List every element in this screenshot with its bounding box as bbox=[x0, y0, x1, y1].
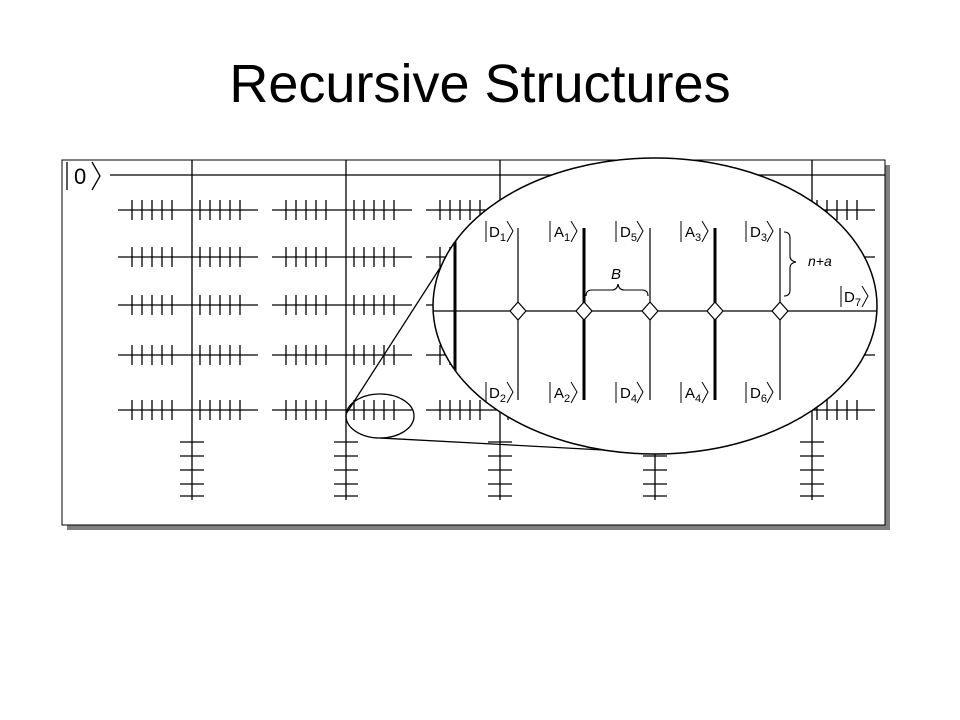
svg-text:D7: D7 bbox=[844, 289, 861, 309]
svg-text:A1: A1 bbox=[554, 224, 570, 244]
ket-d3: D3 bbox=[745, 220, 774, 244]
ket-d7: D7 bbox=[840, 285, 869, 309]
zoom-connector-top bbox=[345, 242, 457, 415]
outer-ket-label: 0 bbox=[74, 164, 86, 189]
ket-d6: D6 bbox=[745, 381, 774, 405]
ket-d1: D1 bbox=[485, 220, 514, 244]
svg-text:A3: A3 bbox=[685, 224, 701, 244]
ket-a4: A4 bbox=[680, 381, 709, 405]
zoom-ellipse bbox=[432, 157, 878, 455]
zoom-bottom-kets: D2 A2 D4 A4 D6 bbox=[485, 381, 774, 405]
ket-a1: A1 bbox=[549, 220, 578, 244]
zoom-top-kets: D1 A1 D5 A3 D3 bbox=[485, 220, 774, 244]
svg-text:D2: D2 bbox=[489, 385, 506, 405]
brace-na: n+a bbox=[783, 231, 832, 297]
slide-title: Recursive Structures bbox=[229, 54, 731, 114]
svg-text:A4: A4 bbox=[685, 385, 701, 405]
ket-a3: A3 bbox=[680, 220, 709, 244]
svg-text:D4: D4 bbox=[620, 385, 637, 405]
svg-text:D3: D3 bbox=[750, 224, 767, 244]
svg-text:D6: D6 bbox=[750, 385, 767, 405]
zoom-content bbox=[433, 228, 877, 400]
ket-d2: D2 bbox=[485, 381, 514, 405]
brace-na-label: n+a bbox=[808, 253, 832, 269]
ket-d4: D4 bbox=[615, 381, 644, 405]
svg-text:D5: D5 bbox=[620, 224, 637, 244]
brace-b: B bbox=[585, 266, 649, 297]
outer-ket: 0 bbox=[66, 161, 101, 191]
svg-text:A2: A2 bbox=[554, 385, 570, 405]
brace-b-label: B bbox=[611, 266, 621, 283]
ket-d5: D5 bbox=[615, 220, 644, 244]
svg-text:D1: D1 bbox=[489, 224, 506, 244]
ket-a2: A2 bbox=[549, 381, 578, 405]
